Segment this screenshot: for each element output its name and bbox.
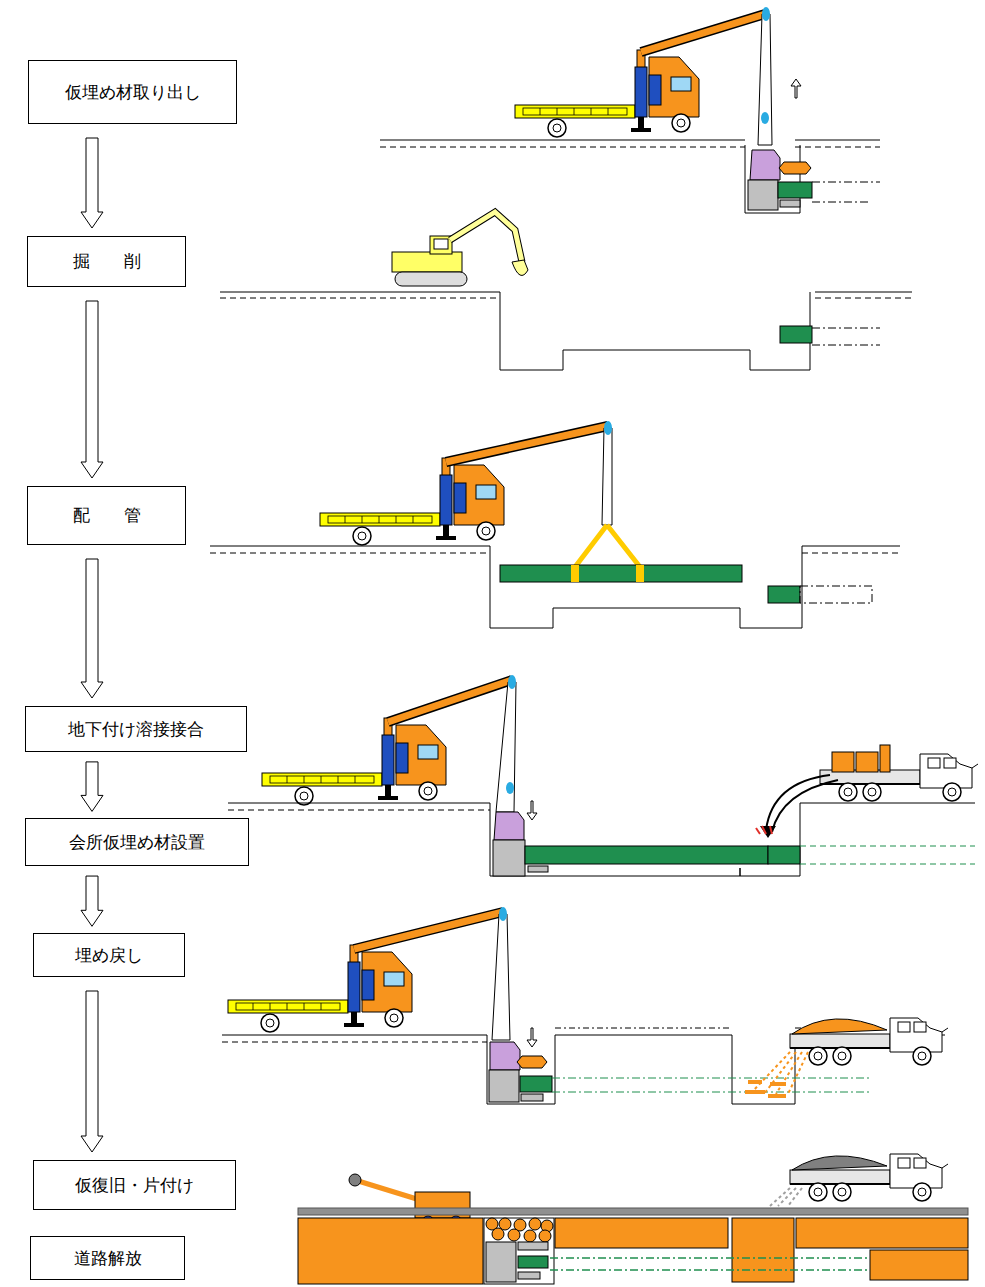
flow-arrow (81, 301, 103, 478)
hollow-arrow (81, 876, 103, 926)
step-label: 仮復旧・片付け (75, 1174, 194, 1197)
flow-arrow (81, 762, 103, 812)
flow-arrow (81, 559, 103, 698)
process-step-box: 埋め戻し (33, 933, 185, 977)
process-step-box: 仮埋め材取り出し (28, 60, 237, 124)
process-step-box: 会所仮埋め材設置 (25, 818, 249, 866)
step-label: 道路解放 (74, 1247, 142, 1270)
process-step-box: 仮復旧・片付け (33, 1160, 236, 1210)
step-label: 地下付け溶接接合 (68, 718, 204, 741)
process-step-box: 道路解放 (30, 1236, 185, 1280)
step-label: 会所仮埋め材設置 (69, 831, 205, 854)
flow-arrow (81, 991, 103, 1152)
hollow-arrow (81, 991, 103, 1152)
step-label: 配 管 (73, 504, 141, 527)
step-label: 仮埋め材取り出し (65, 81, 201, 104)
flow-arrow (81, 138, 103, 228)
hollow-arrow (81, 301, 103, 478)
step-label: 掘 削 (73, 250, 141, 273)
hollow-arrow (81, 762, 103, 812)
step-label: 埋め戻し (75, 944, 143, 967)
process-step-box: 配 管 (27, 486, 186, 545)
hollow-arrow (81, 138, 103, 228)
flow-arrow (81, 876, 103, 926)
process-step-box: 地下付け溶接接合 (25, 706, 247, 752)
hollow-arrow (81, 559, 103, 698)
process-step-box: 掘 削 (27, 236, 186, 287)
